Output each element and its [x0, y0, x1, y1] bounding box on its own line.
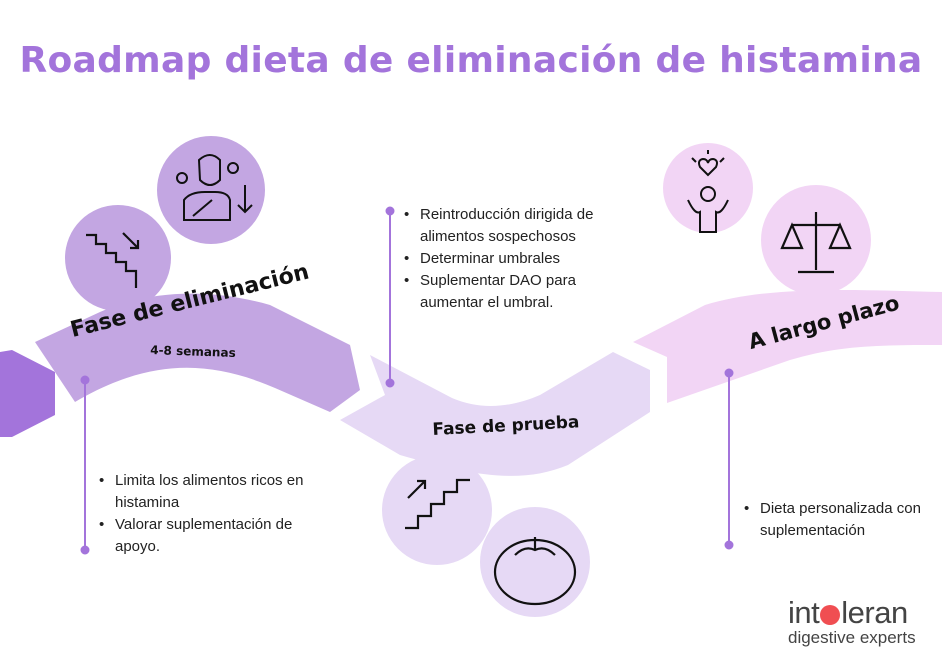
list-item: Determinar umbrales — [400, 248, 640, 270]
ribbon-phase-3 — [633, 289, 942, 403]
tomato-icon — [480, 507, 590, 617]
list-item: Suplementar DAO para aumentar el umbral. — [400, 270, 640, 314]
phase-1-bullets: Limita los alimentos ricos en histamina … — [95, 470, 340, 558]
connector-phase-3 — [724, 368, 734, 550]
logo-text: leran — [841, 595, 908, 630]
logo-dot-icon — [820, 605, 841, 625]
logo-text: int — [788, 595, 820, 630]
connector-phase-2 — [385, 206, 395, 388]
ribbon-phase-1 — [35, 293, 360, 412]
page-title: Roadmap dieta de eliminación de histamin… — [19, 40, 923, 81]
list-item: Valorar suplementación de apoyo. — [95, 514, 340, 558]
happy-person-icon — [663, 143, 753, 233]
intoleran-logo: int leran digestive experts — [788, 595, 916, 648]
start-hexagon — [0, 350, 55, 437]
allergic-person-icon — [157, 136, 265, 244]
connector-phase-1 — [80, 375, 90, 555]
stairs-down-icon — [65, 205, 171, 311]
logo-tagline: digestive experts — [788, 628, 916, 647]
stairs-up-icon — [382, 455, 492, 565]
phase-3-bullets: Dieta personalizada con suplementación — [740, 498, 930, 542]
list-item: Reintroducción dirigida de alimentos sos… — [400, 204, 640, 248]
list-item: Dieta personalizada con suplementación — [740, 498, 930, 542]
ribbon-phase-2 — [340, 352, 650, 476]
list-item: Limita los alimentos ricos en histamina — [95, 470, 340, 514]
balance-scale-icon — [761, 185, 871, 295]
phase-1-duration: 4-8 semanas — [150, 343, 236, 360]
phase-2-bullets: Reintroducción dirigida de alimentos sos… — [400, 204, 640, 314]
